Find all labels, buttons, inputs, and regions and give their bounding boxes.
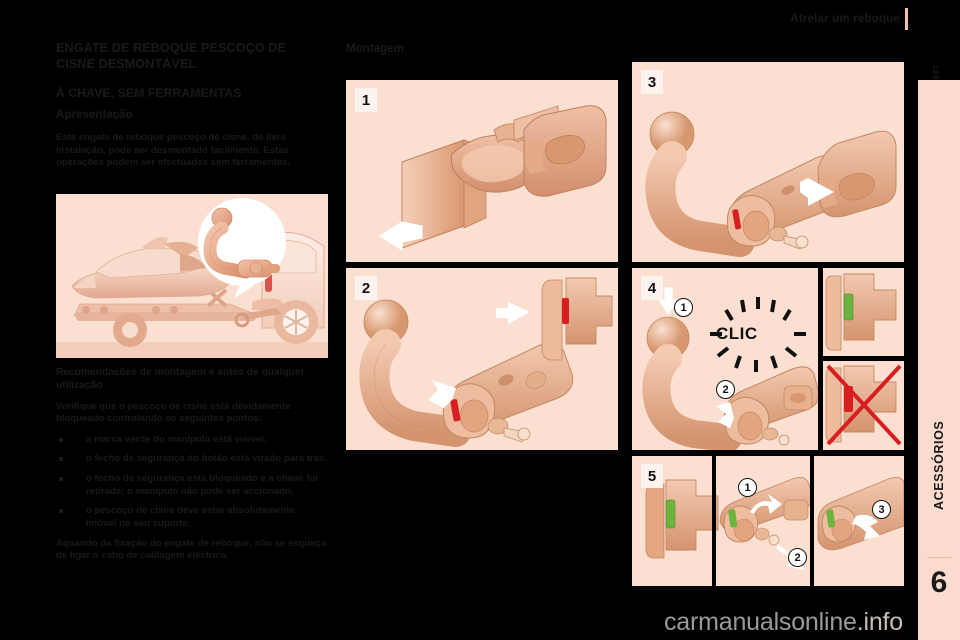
clic-sound-label: CLIC [716, 324, 758, 343]
step4-illustration [632, 268, 904, 450]
callout-marker-2: 2 [788, 548, 807, 567]
step-panel-4: 4 [632, 268, 904, 450]
list-item: o pescoço de cisne deve estar absolutame… [56, 505, 328, 530]
step-panel-1: 1 [346, 80, 618, 262]
step-number-badge: 5 [641, 464, 663, 488]
hero-illustration-towing-jetski [56, 194, 328, 358]
closing-paragraph: Aquando da fixação do engate de reboque,… [56, 537, 327, 562]
chapter-tab: ACESSÓRIOS 6 [918, 80, 960, 640]
section-heading-main: ENGATE DE REBOQUE PESCOÇO DE CISNE DESMO… [56, 41, 286, 72]
step-number-badge: 3 [641, 70, 663, 94]
step-panel-2: 2 [346, 268, 618, 450]
step-number-badge: 4 [641, 276, 663, 300]
step-panel-5: 5 [632, 456, 904, 586]
recommendations-intro: Verifique que o pescoço de cisne está de… [56, 400, 291, 425]
chapter-tab-divider [927, 557, 951, 558]
callout-marker-1: 1 [738, 478, 757, 497]
chapter-tab-number: 6 [930, 566, 948, 599]
step5-illustration [632, 456, 904, 586]
step-panel-3: 3 [632, 62, 904, 262]
list-item: o fecho de segurança do botão está virad… [56, 453, 328, 466]
recommendations-heading: Recomendações de montagem e antes de qua… [56, 367, 305, 392]
page-title: Atrelar um reboque [790, 13, 900, 25]
left-text-column: ENGATE DE REBOQUE PESCOÇO DE CISNE DESMO… [56, 40, 328, 170]
section-subheading: À CHAVE, SEM FERRAMENTAS [56, 86, 242, 101]
recommendations-bullet-list: a marca verde do manípulo está visível, … [56, 434, 328, 531]
montagem-heading: Montagem [346, 42, 404, 55]
callout-marker-3: 3 [872, 500, 891, 519]
step-number-badge: 1 [355, 88, 377, 112]
watermark-name: carmanualsonline [664, 608, 857, 636]
chapter-tab-label: ACESSÓRIOS [932, 420, 946, 510]
page-number: 189 [931, 64, 940, 80]
step3-illustration [645, 111, 897, 257]
step1-illustration [379, 105, 607, 251]
watermark-suffix: .info [856, 608, 904, 636]
callout-marker-1: 1 [674, 298, 693, 317]
towing-scene-svg [56, 194, 328, 358]
section-heading-presentation: Apresentação [56, 108, 133, 122]
site-watermark: carmanualsonline.info [664, 608, 903, 637]
left-text-column-lower: Recomendações de montagem e antes de qua… [56, 366, 328, 563]
presentation-paragraph: Este engate de reboque pescoço de cisne,… [56, 131, 291, 169]
callout-marker-2: 2 [716, 380, 735, 399]
step-number-badge: 2 [355, 276, 377, 300]
page-header: Atrelar um reboque [0, 0, 960, 34]
list-item: a marca verde do manípulo está visível, [56, 434, 328, 447]
list-item: o fecho de segurança está bloqueado e a … [56, 473, 328, 498]
step2-illustration [359, 277, 613, 447]
header-accent-bar [905, 8, 908, 30]
